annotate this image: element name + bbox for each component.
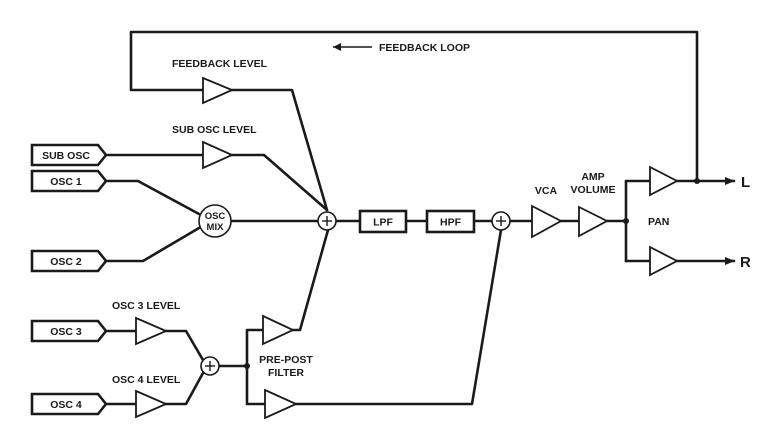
osc3-input: OSC 3 bbox=[30, 319, 108, 343]
osc4-label: OSC 4 bbox=[50, 399, 82, 411]
post-filter-branch-wire bbox=[245, 364, 267, 406]
feedback-level-amp bbox=[202, 76, 235, 105]
sub-osc-level-amp bbox=[202, 140, 235, 170]
vca-label: VCA bbox=[535, 185, 558, 197]
left-output-label: L bbox=[741, 174, 750, 191]
pan-right-amp bbox=[649, 245, 679, 277]
osc1-label: OSC 1 bbox=[50, 176, 82, 188]
hpf-block: HPF bbox=[425, 209, 476, 234]
osc4-level-to-sum-wire bbox=[164, 371, 205, 406]
main-summing-node bbox=[317, 211, 337, 231]
amp-volume-amp bbox=[578, 205, 609, 238]
osc1-to-mix-wire bbox=[104, 179, 201, 216]
osc4-level-label: OSC 4 LEVEL bbox=[112, 374, 181, 386]
feedback-level-label: FEEDBACK LEVEL bbox=[172, 58, 268, 70]
lpf-label: LPF bbox=[373, 217, 393, 229]
osc3-label: OSC 3 bbox=[50, 326, 82, 338]
pre-filter-amp bbox=[262, 314, 296, 346]
feedback-level-to-mixer-wire bbox=[230, 88, 329, 212]
osc2-input: OSC 2 bbox=[30, 249, 108, 273]
osc-mix-block: OSC MIX bbox=[198, 204, 232, 238]
sub-osc-label: SUB OSC bbox=[42, 150, 90, 162]
hpf-label: HPF bbox=[440, 217, 462, 229]
pre-filter-to-mixer-wire bbox=[291, 228, 330, 332]
osc3-level-amp bbox=[135, 316, 169, 346]
pre-post-filter-label-line2: FILTER bbox=[268, 367, 304, 379]
pan-label: PAN bbox=[648, 216, 669, 228]
post-filter-summing-node bbox=[491, 211, 511, 231]
osc-mix-label-line2: MIX bbox=[207, 222, 225, 233]
osc34-split-dot bbox=[244, 363, 250, 369]
feedback-loop-wire bbox=[129, 30, 699, 183]
pan-split-dot bbox=[623, 218, 629, 224]
osc2-to-mix-wire bbox=[104, 226, 201, 263]
osc4-level-amp bbox=[135, 389, 169, 419]
osc4-input: OSC 4 bbox=[30, 392, 108, 416]
post-filter-to-sum-wire bbox=[294, 228, 503, 406]
sub-osc-input: SUB OSC bbox=[30, 143, 108, 167]
pre-filter-branch-wire bbox=[245, 328, 265, 368]
lpf-block: LPF bbox=[358, 209, 408, 234]
osc34-summing-node bbox=[200, 356, 220, 376]
feedback-tap-dot bbox=[694, 178, 700, 184]
osc-mix-label-line1: OSC bbox=[205, 211, 226, 222]
feedback-loop-label: FEEDBACK LOOP bbox=[379, 42, 470, 54]
post-filter-amp bbox=[264, 388, 299, 420]
amp-volume-label-line2: VOLUME bbox=[571, 184, 616, 196]
sub-osc-level-label: SUB OSC LEVEL bbox=[172, 124, 257, 136]
osc3-level-to-sum-wire bbox=[164, 329, 205, 362]
osc2-label: OSC 2 bbox=[50, 256, 82, 268]
osc3-level-label: OSC 3 LEVEL bbox=[112, 300, 181, 312]
pre-post-filter-label-line1: PRE-POST bbox=[259, 354, 313, 366]
pan-left-amp bbox=[649, 165, 679, 197]
amp-volume-label-line1: AMP bbox=[581, 171, 604, 183]
feedback-direction-arrowhead bbox=[333, 43, 341, 51]
osc1-input: OSC 1 bbox=[30, 169, 108, 193]
vca-amp bbox=[531, 204, 563, 239]
sub-osc-level-to-mixer-wire bbox=[230, 153, 329, 212]
right-output-label: R bbox=[740, 254, 751, 271]
